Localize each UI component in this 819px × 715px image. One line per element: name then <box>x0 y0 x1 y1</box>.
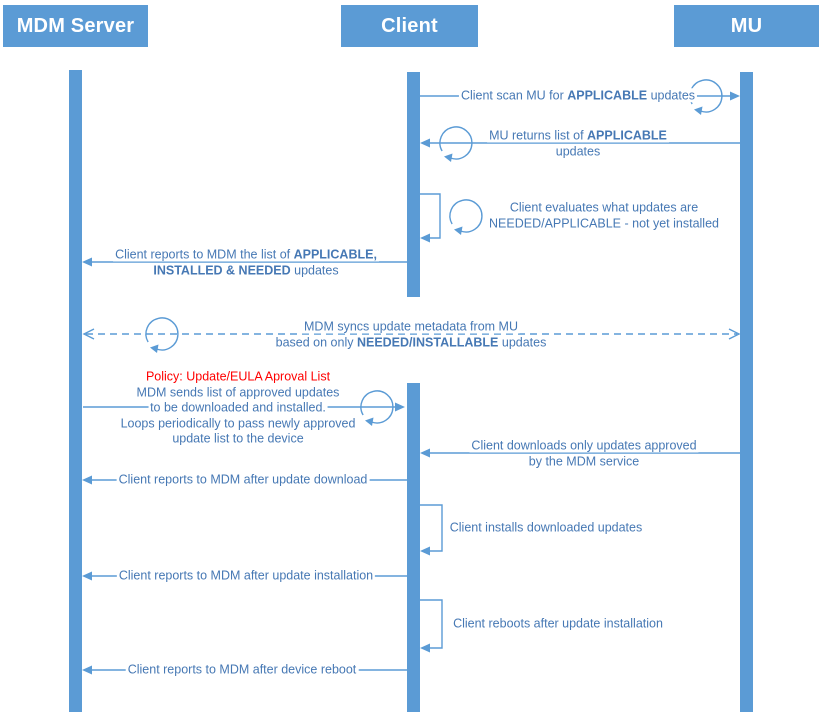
loop-icon <box>449 199 483 236</box>
message-label-evaluates: Client evaluates what updates are NEEDED… <box>487 200 721 230</box>
loop-icon <box>145 317 179 354</box>
actor-label: MDM Server <box>16 14 135 37</box>
message-label-report-download: Client reports to MDM after update downl… <box>116 472 370 487</box>
arrow-downloads <box>420 448 740 458</box>
message-label-scan: Client scan MU for APPLICABLE updates <box>458 88 698 103</box>
message-label-report-install: Client reports to MDM after update insta… <box>116 568 376 583</box>
message-label-reboots: Client reboots after update installation <box>451 616 665 631</box>
arrow-installs-self <box>420 504 443 556</box>
arrow-report-list <box>82 257 407 267</box>
message-label-returns: MU returns list of APPLICABLE updates <box>487 128 669 158</box>
message-label-policy: Policy: Update/EULA Aproval List MDM sen… <box>118 369 358 446</box>
lifeline-client-lower <box>407 383 420 712</box>
actor-box-client: Client <box>341 5 478 47</box>
lifeline-mdm-server <box>69 70 82 712</box>
loop-icon <box>360 390 394 427</box>
lifeline-client-upper <box>407 72 420 297</box>
actor-box-mdm-server: MDM Server <box>3 5 148 47</box>
lifeline-mu <box>740 72 753 712</box>
actor-label: Client <box>381 14 438 37</box>
message-label-installs: Client installs downloaded updates <box>447 520 645 535</box>
arrow-evaluates-self <box>420 193 441 243</box>
arrow-returns <box>420 138 740 148</box>
message-label-sync: MDM syncs update metadata from MU based … <box>273 319 549 349</box>
loop-icon <box>439 126 473 163</box>
actor-box-mu: MU <box>674 5 819 47</box>
actor-label: MU <box>730 14 763 37</box>
message-label-report-list: Client reports to MDM the list of APPLIC… <box>113 247 379 277</box>
message-label-downloads: Client downloads only updates approved b… <box>469 438 699 468</box>
message-label-report-reboot: Client reports to MDM after device reboo… <box>125 662 359 677</box>
arrow-sync-dashed <box>82 328 741 340</box>
arrow-reboots-self <box>420 599 443 653</box>
